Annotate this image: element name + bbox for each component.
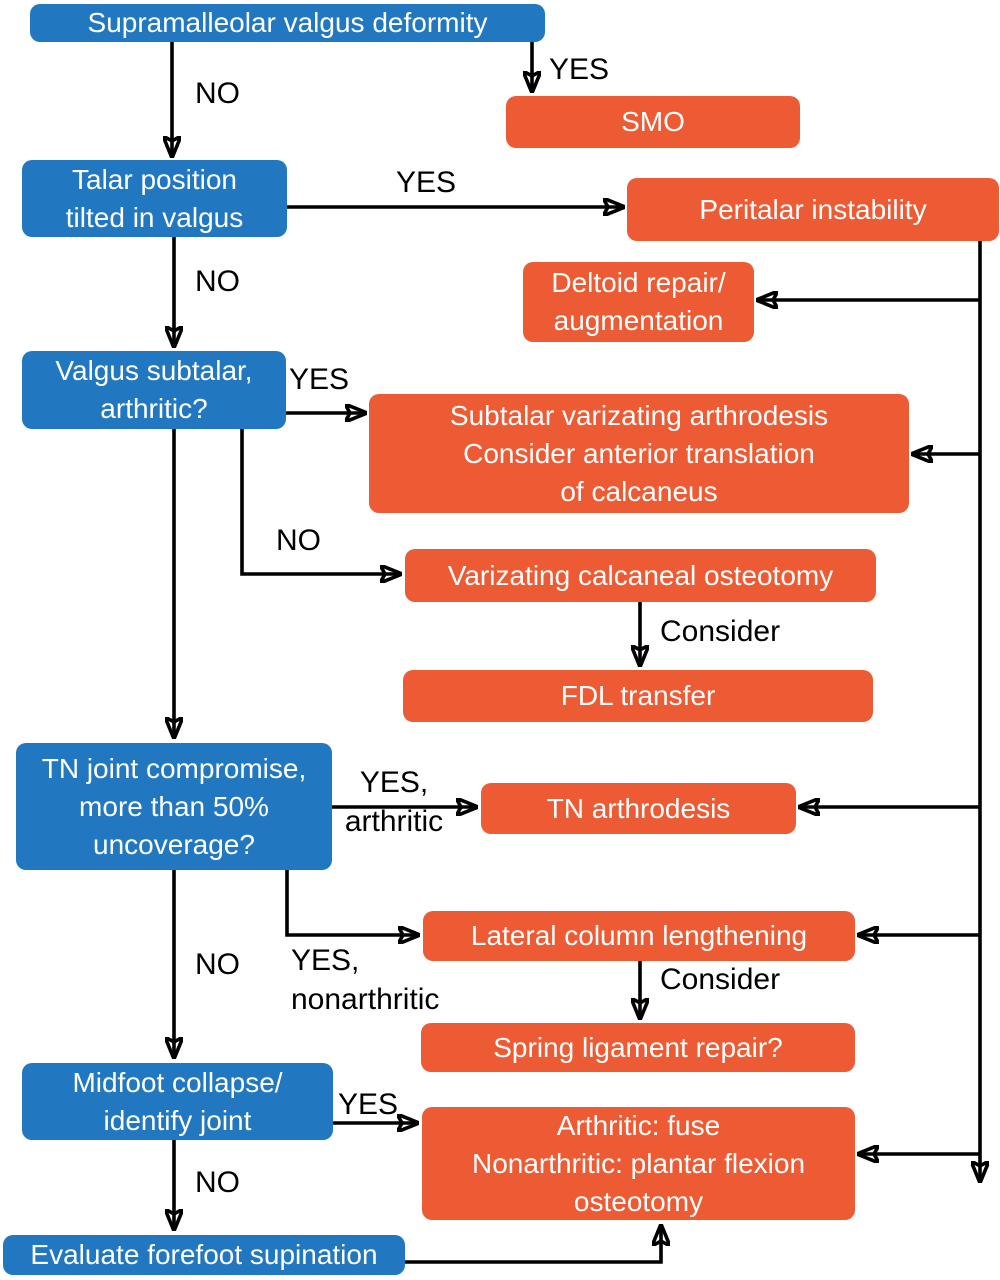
node-tn-arthrodesis: TN arthrodesis [481,783,796,834]
label-yes-arthritic: YES, arthritic [344,766,444,838]
label-yes-peritalar: YES [396,166,457,199]
node-smo: SMO [506,96,800,148]
label-no-tn: NO [195,948,240,981]
label-consider-fdl: Consider [660,615,781,648]
node-spring-ligament-repair: Spring ligament repair? [421,1023,855,1072]
label-yes-nonarthritic: YES, nonarthritic [291,944,440,1016]
node-tn-joint-compromise: TN joint compromise, more than 50% uncov… [16,743,332,870]
node-talar-position: Talar position tilted in valgus [22,160,287,237]
node-deltoid-repair: Deltoid repair/ augmentation [523,262,754,342]
edge-evaluate-to-arthritic-fuse [405,1226,661,1264]
node-valgus-subtalar: Valgus subtalar, arthritic? [22,351,286,429]
label-yes-subtalar: YES [289,363,350,396]
label-yes-midfoot: YES [338,1088,399,1121]
node-peritalar-instability: Peritalar instability [627,178,999,241]
label-no-subtalar: NO [276,524,321,557]
edge-no-to-varizating [240,429,400,574]
node-lateral-column-lengthening: Lateral column lengthening [423,911,855,961]
node-supramalleolar-valgus-deformity: Supramalleolar valgus deformity [30,4,545,42]
node-midfoot-collapse: Midfoot collapse/ identify joint [22,1063,333,1140]
edge-yes-nonarthritic-to-lateral [285,870,418,935]
node-arthritic-fuse: Arthritic: fuse Nonarthritic: plantar fl… [422,1107,855,1220]
node-evaluate-forefoot-supination: Evaluate forefoot supination [3,1235,405,1275]
label-no-talar: NO [195,265,240,298]
node-fdl-transfer: FDL transfer [403,670,873,722]
label-no-midfoot: NO [195,1166,240,1199]
label-no-supramalleolar: NO [195,77,240,110]
node-subtalar-varizating-arthrodesis: Subtalar varizating arthrodesis Consider… [369,394,909,513]
label-consider-spring: Consider [660,963,781,996]
node-varizating-calcaneal-osteotomy: Varizating calcaneal osteotomy [405,549,876,602]
label-yes-smo: YES [549,53,610,86]
